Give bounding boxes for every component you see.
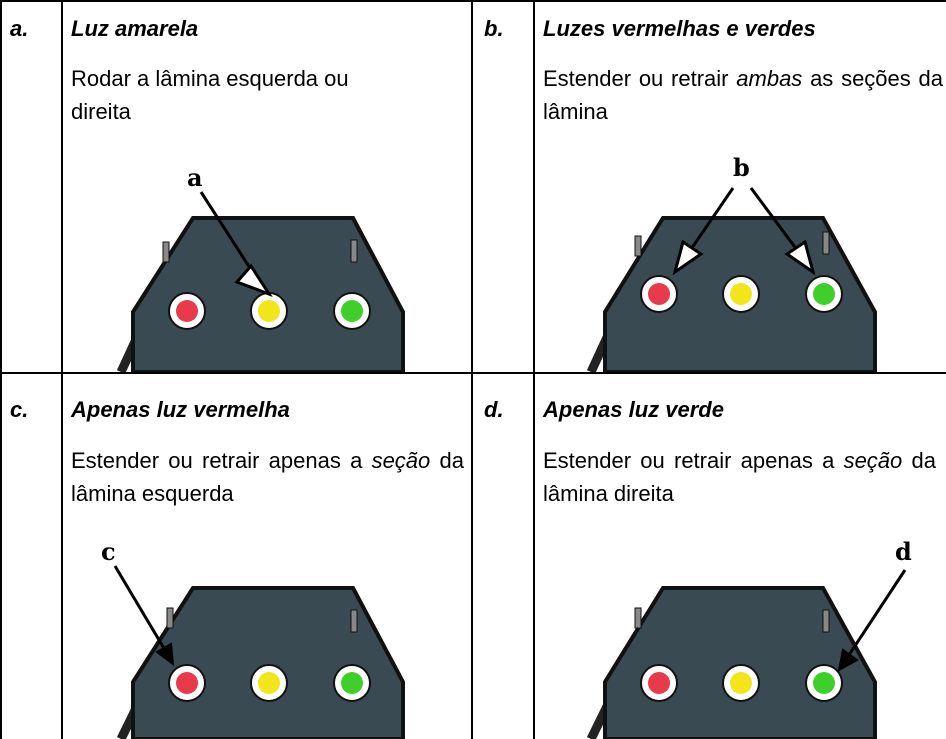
green-light <box>805 275 843 313</box>
arrowhead-right-icon <box>784 239 816 276</box>
cell-c-desc-emphasis: seção <box>371 448 431 473</box>
red-light <box>640 275 678 313</box>
cell-b-description: Estender ou retrair ambas as seções da l… <box>543 62 943 128</box>
table-border-top <box>0 0 946 2</box>
right-bracket <box>822 609 830 633</box>
callout-c: c <box>101 540 116 566</box>
cell-c-desc-post: da lâmina esquerda <box>71 448 464 506</box>
cell-d-desc-pre: Estender ou retrair apenas a <box>543 448 844 473</box>
arrowhead-d-icon <box>837 648 859 672</box>
callout-b: b <box>733 153 750 182</box>
green-light <box>333 664 371 702</box>
callout-a: a <box>187 163 203 192</box>
cell-d-desc-post: da lâmina direita <box>543 448 936 506</box>
arrowhead-left-icon <box>672 239 704 276</box>
table-divider-letter-b <box>533 0 535 739</box>
cell-a-title: Luz amarela <box>71 16 199 41</box>
right-bracket <box>822 231 830 255</box>
red-light <box>640 664 678 702</box>
cell-d-letter: d. <box>484 397 504 422</box>
illustration-c: c <box>63 540 471 739</box>
cell-c-letter: c. <box>10 397 29 422</box>
cell-a-description: Rodar a lâmina esquerda ou direita <box>71 66 349 124</box>
table-row-divider <box>0 372 946 374</box>
yellow-light <box>250 664 288 702</box>
callout-d: d <box>895 540 912 566</box>
illustration-d: d <box>535 540 946 739</box>
cell-b-desc-pre: Estender ou retrair <box>543 66 737 91</box>
left-bracket <box>162 241 170 263</box>
right-bracket <box>350 609 358 633</box>
cell-d-title: Apenas luz verde <box>543 397 724 422</box>
arrowhead-c-icon <box>155 642 175 667</box>
arrow-right-icon <box>749 187 805 259</box>
yellow-light <box>722 664 760 702</box>
arrow-icon <box>113 565 167 651</box>
cell-d-description: Estender ou retrair apenas a seção da lâ… <box>543 444 936 510</box>
table-divider-letter-a <box>61 0 63 739</box>
cell-c-description: Estender ou retrair apenas a seção da lâ… <box>71 444 464 510</box>
cell-b-title: Luzes vermelhas e verdes <box>543 16 816 41</box>
red-light <box>168 664 206 702</box>
arrowhead-a-icon <box>234 263 273 297</box>
cell-d-desc-emphasis: seção <box>843 448 903 473</box>
green-light <box>333 292 371 330</box>
cell-a-letter: a. <box>10 16 29 41</box>
cell-c-title: Apenas luz vermelha <box>71 397 290 422</box>
control-panel-body <box>131 586 405 739</box>
arrow-icon <box>845 569 907 659</box>
illustration-b: b <box>535 140 946 372</box>
cell-b-letter: b. <box>484 16 504 41</box>
left-bracket <box>634 607 642 629</box>
red-light <box>168 292 206 330</box>
cell-c-desc-pre: Estender ou retrair apenas a <box>71 448 372 473</box>
cell-b-desc-post: as seções da lâmina <box>543 66 944 124</box>
left-bracket <box>166 607 174 629</box>
yellow-light <box>250 292 288 330</box>
right-bracket <box>350 239 358 263</box>
table-border-left <box>0 0 2 739</box>
cell-b-desc-emphasis: ambas <box>736 66 803 91</box>
yellow-light <box>722 275 760 313</box>
left-bracket <box>634 235 642 257</box>
arrow-left-icon <box>683 187 735 259</box>
green-light <box>805 664 843 702</box>
table-divider-middle <box>471 0 473 739</box>
control-panel-body <box>603 586 877 739</box>
illustration-a: a <box>63 160 471 372</box>
